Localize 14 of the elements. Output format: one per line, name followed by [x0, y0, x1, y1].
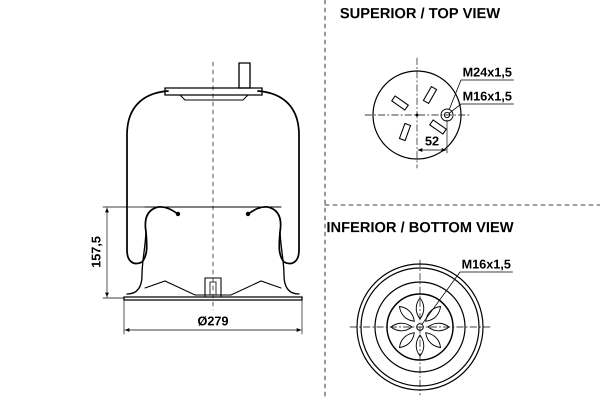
- thread-label: M16x1,5: [463, 92, 512, 102]
- thread-hole: [444, 112, 450, 118]
- thread-hole: [416, 323, 424, 331]
- leader-line: [449, 80, 514, 110]
- view-heading: SUPERIOR / TOP VIEW: [340, 8, 500, 18]
- dimension-label: Ø279: [198, 316, 228, 326]
- thread-label: M24x1,5: [463, 68, 512, 78]
- thread-label: M16x1,5: [462, 260, 511, 270]
- leader-line: [422, 272, 513, 324]
- view-heading: INFERIOR / BOTTOM VIEW: [327, 222, 514, 232]
- leader-line: [449, 104, 514, 114]
- dimension-label: 52: [425, 136, 439, 146]
- thread-hole: [440, 108, 454, 122]
- dimension-label: 157,5: [92, 236, 102, 268]
